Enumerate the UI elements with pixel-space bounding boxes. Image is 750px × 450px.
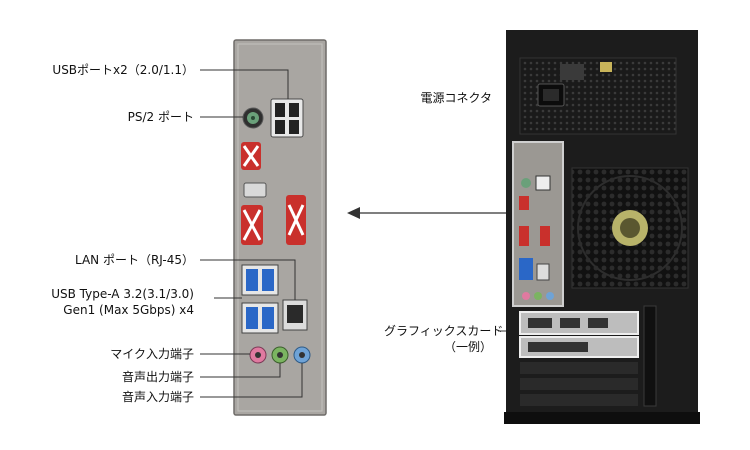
gpu-label-line1: グラフィックスカード xyxy=(384,324,504,338)
usb2-ports xyxy=(270,98,304,138)
mic-jack xyxy=(249,346,267,364)
dvi-port xyxy=(243,182,267,198)
audio-out-label: 音声出力端子 xyxy=(121,370,194,384)
usb3-ports xyxy=(241,264,279,334)
audio-in-label: 音声入力端子 xyxy=(121,390,194,404)
audio-in-jack xyxy=(293,346,311,364)
expansion-slots xyxy=(519,305,657,407)
usb3-label-line2: Gen1 (Max 5Gbps) x4 xyxy=(63,303,194,317)
ps2-port xyxy=(242,107,264,129)
direction-arrow xyxy=(347,207,515,219)
gpu-label-line2: （一例） xyxy=(444,340,493,354)
ps2-label: PS/2 ポート xyxy=(127,110,194,124)
serial-cover-3 xyxy=(286,195,306,245)
case-io-panel xyxy=(512,141,564,307)
serial-cover-2 xyxy=(241,205,263,245)
psu-area xyxy=(519,57,677,135)
lan-port xyxy=(282,299,308,331)
serial-cover-1 xyxy=(241,142,261,170)
audio-out-jack xyxy=(271,346,289,364)
lan-label: LAN ポート（RJ-45） xyxy=(74,253,194,267)
usb3-label-line1: USB Type-A 3.2(3.1/3.0) xyxy=(51,287,194,301)
mic-label: マイク入力端子 xyxy=(110,347,194,361)
power-connector-label: 電源コネクタ xyxy=(420,91,492,105)
usb2-label: USBポートx2（2.0/1.1） xyxy=(52,63,194,77)
rear-fan xyxy=(571,167,689,289)
